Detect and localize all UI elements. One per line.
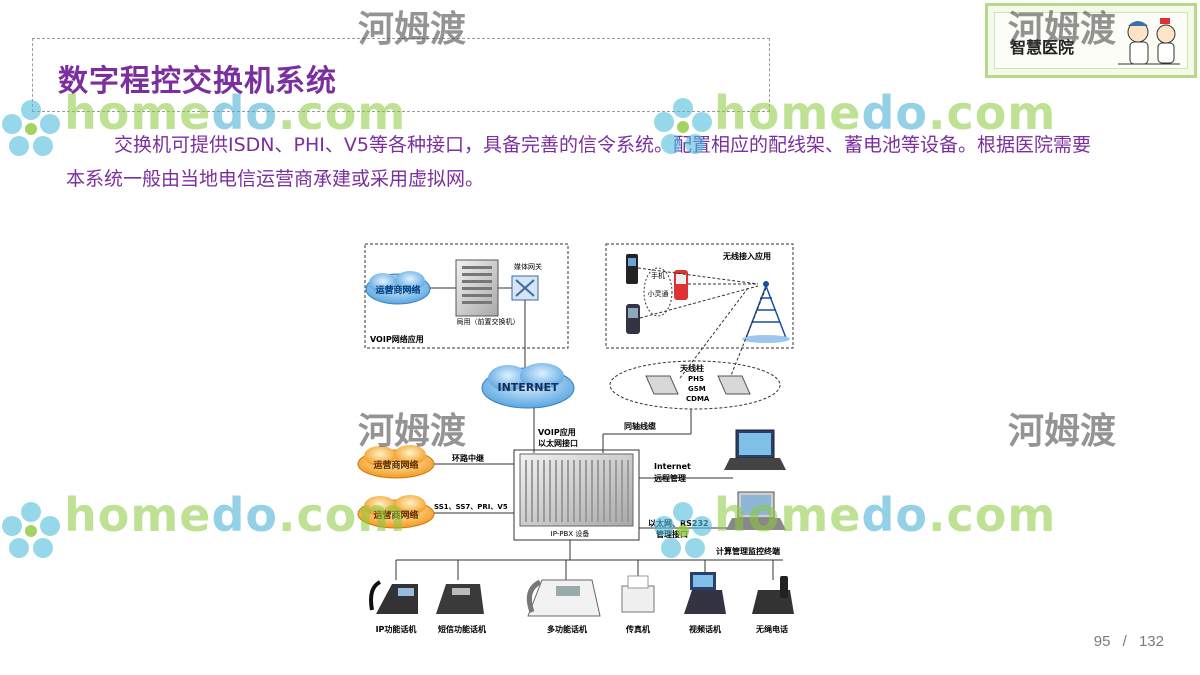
carrier-network-bottom-label: 运营商网络 xyxy=(373,509,418,521)
cordless-phone-icon xyxy=(752,576,794,614)
page-separator: / xyxy=(1122,633,1127,650)
wireless-section-label: 无线接入应用 xyxy=(722,251,771,261)
pbx-label: IP-PBX 设备 xyxy=(551,529,590,538)
antenna-group-ring xyxy=(609,360,781,410)
voip-eth-label-1: VOIP应用 xyxy=(538,427,576,437)
handset-label: 手机 xyxy=(651,271,665,280)
page-indicator: 95 / 132 xyxy=(1090,633,1168,650)
multifunction-phone-icon xyxy=(526,579,601,617)
network-diagram: 运营商网络 局用（前置交换机） 媒体网关 VOIP网络应用 无线接入应用 手机 … xyxy=(357,243,794,634)
fax-icon xyxy=(621,575,655,613)
monitor-terminal-label: 计算管理监控终端 xyxy=(716,546,780,556)
page-total: 132 xyxy=(1138,633,1164,650)
phone-label-4: 视频话机 xyxy=(689,624,721,634)
carrier-cloud-top xyxy=(365,271,431,305)
internet-cloud xyxy=(481,363,575,409)
internet-remote-label-1: Internet xyxy=(654,462,691,471)
watermark-cn: 河姆渡 xyxy=(1008,411,1117,452)
pbx-frame xyxy=(513,449,640,541)
wireless-region xyxy=(605,243,794,349)
remote-laptop-icon xyxy=(724,429,786,470)
logo-text: 智慧医院 xyxy=(1010,38,1075,57)
ip-phone-icon xyxy=(369,580,418,614)
handset-group-ring xyxy=(643,267,673,317)
monitor-terminal-icon xyxy=(726,491,786,530)
page-current: 95 xyxy=(1093,633,1111,650)
mobile-phone-icon xyxy=(626,254,688,334)
media-gateway-label: 媒体网关 xyxy=(514,262,542,271)
carrier-network-mid-label: 运营商网络 xyxy=(373,459,418,471)
antenna-phs: PHS xyxy=(688,375,704,383)
internet-label: INTERNET xyxy=(497,381,559,394)
local-switch-label: 局用（前置交换机） xyxy=(457,317,520,326)
internet-remote-label-2: 远程管理 xyxy=(654,473,686,483)
eth-rs232-label-2: 管理接口 xyxy=(656,529,688,539)
phone-label-5: 无绳电话 xyxy=(755,624,788,634)
watermark-flower-icon xyxy=(2,502,60,558)
phs-label: 小灵通 xyxy=(648,289,669,298)
title-frame xyxy=(32,38,770,112)
body-paragraph: 交换机可提供ISDN、PHI、V5等各种接口，具备完善的信令系统。配置相应的配线… xyxy=(66,128,1096,196)
hospital-logo: 智慧医院 xyxy=(985,3,1197,78)
carrier-network-top-label: 运营商网络 xyxy=(375,284,420,296)
video-phone-icon xyxy=(684,572,726,614)
voip-eth-label-2: 以太网接口 xyxy=(538,438,578,448)
antenna-pad-icon xyxy=(645,375,751,395)
media-gateway-icon xyxy=(511,275,539,301)
eth-rs232-label-1: 以太网、RS232 xyxy=(648,518,709,528)
phone-label-2: 多功能话机 xyxy=(547,624,587,634)
phone-drops xyxy=(395,560,774,580)
radio-links xyxy=(637,267,767,379)
loop-trunk-label: 环路中继 xyxy=(452,453,484,463)
phone-label-0: IP功能话机 xyxy=(376,624,417,634)
signaling-label: SS1、SS7、PRI、V5 xyxy=(434,503,508,511)
doctor-cartoon-icon xyxy=(1118,18,1180,65)
carrier-cloud-bottom xyxy=(357,495,435,529)
phone-label-3: 传真机 xyxy=(625,624,650,634)
antenna-cdma: CDMA xyxy=(686,395,710,403)
ip-pbx-icon xyxy=(519,453,634,527)
body-paragraph-text: 交换机可提供ISDN、PHI、V5等各种接口，具备完善的信令系统。配置相应的配线… xyxy=(66,134,1091,190)
sms-phone-icon xyxy=(436,584,484,614)
phone-label-1: 短信功能话机 xyxy=(438,624,486,634)
voip-section-label: VOIP网络应用 xyxy=(370,334,424,344)
antenna-gsm: GSM xyxy=(688,385,706,393)
local-switch-icon xyxy=(455,259,499,317)
slide-title: 数字程控交换机系统 xyxy=(58,64,337,99)
coax-label: 同轴线缆 xyxy=(624,421,656,431)
voip-region xyxy=(364,243,569,349)
antenna-title: 天线柱 xyxy=(680,363,704,373)
carrier-cloud-mid xyxy=(357,445,435,479)
cell-tower-icon xyxy=(742,281,790,343)
